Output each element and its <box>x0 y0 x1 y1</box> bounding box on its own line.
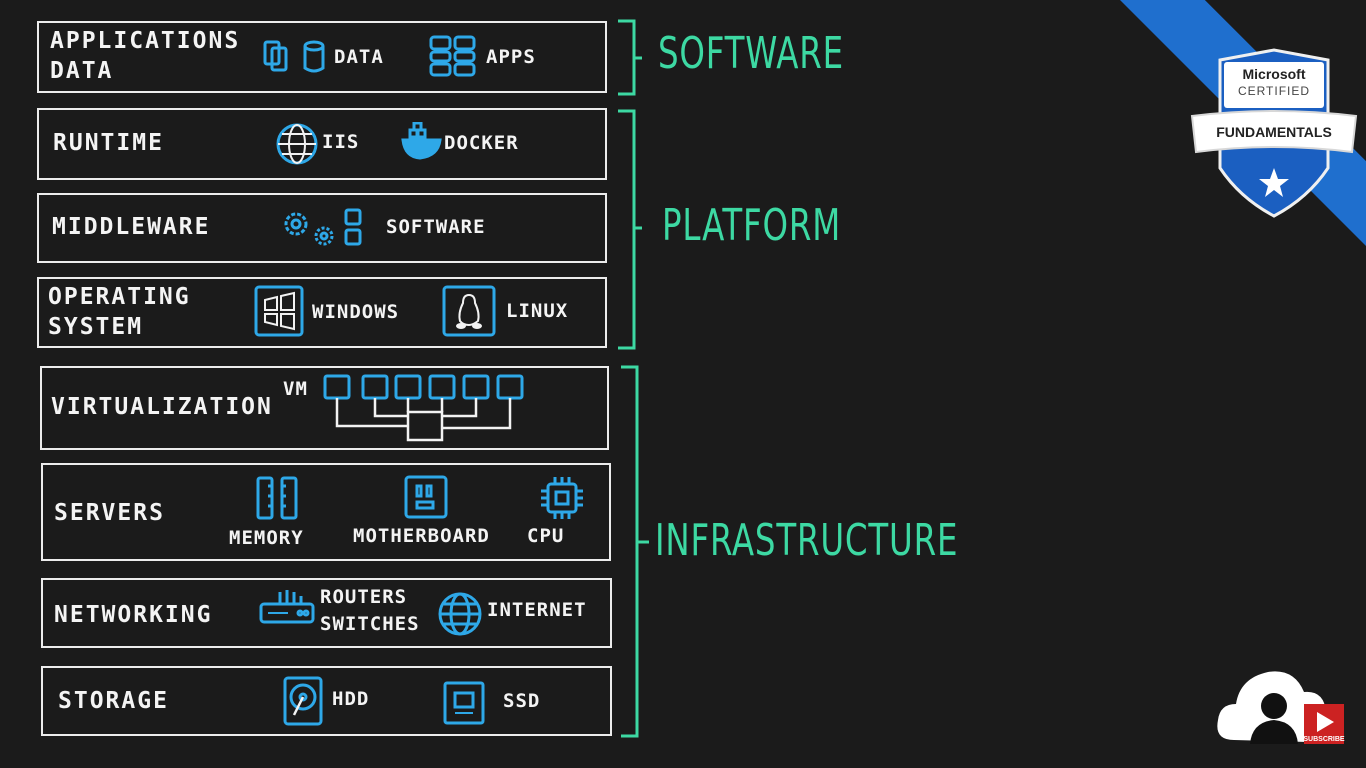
row-label-applications: APPLICATIONS <box>50 28 241 54</box>
subscribe-widget[interactable]: SUBSCRIBE <box>1212 660 1352 750</box>
internet-globe-icon <box>438 592 482 636</box>
data-files-icon <box>263 40 325 73</box>
gears-icon <box>284 212 334 246</box>
item-apps: APPS <box>486 46 536 68</box>
row-label-data: DATA <box>50 58 114 84</box>
item-data: DATA <box>334 46 384 68</box>
row-label-middleware: MIDDLEWARE <box>52 214 211 240</box>
software-bracket <box>618 19 642 96</box>
item-windows: WINDOWS <box>312 301 400 323</box>
item-linux: LINUX <box>506 300 569 322</box>
badge-level: FUNDAMENTALS <box>1216 124 1332 140</box>
item-motherboard: MOTHERBOARD <box>353 525 490 547</box>
microsoft-certified-badge: Microsoft CERTIFIED FUNDAMENTALS <box>1190 48 1358 218</box>
category-platform: PLATFORM <box>662 200 842 251</box>
subscribe-label[interactable]: SUBSCRIBE <box>1303 736 1345 743</box>
linux-penguin-icon <box>442 285 496 337</box>
vm-tree-icon <box>323 374 524 442</box>
item-hdd: HDD <box>332 688 370 710</box>
row-operating-system <box>37 277 607 348</box>
motherboard-icon <box>404 475 448 519</box>
platform-bracket <box>618 109 642 350</box>
cpu-icon <box>541 477 583 519</box>
item-docker: DOCKER <box>444 132 519 154</box>
row-runtime <box>37 108 607 180</box>
row-label-runtime: RUNTIME <box>53 130 164 156</box>
item-ssd: SSD <box>503 690 541 712</box>
row-middleware <box>37 193 607 263</box>
iis-globe-icon <box>276 123 318 165</box>
category-infrastructure: INFRASTRUCTURE <box>655 515 959 566</box>
item-memory: MEMORY <box>229 527 304 549</box>
router-icon <box>259 590 315 624</box>
row-label-virtualization: VIRTUALIZATION <box>51 394 273 420</box>
row-label-operating: OPERATING <box>48 284 191 310</box>
docker-whale-icon <box>401 122 442 160</box>
row-storage <box>41 666 612 736</box>
windows-icon <box>254 285 304 337</box>
cloud-avatar-icon <box>1217 671 1327 744</box>
item-switches: SWITCHES <box>320 613 420 635</box>
row-label-system: SYSTEM <box>48 314 144 340</box>
row-applications-data <box>37 21 607 93</box>
apps-grid-icon <box>429 35 476 77</box>
row-virtualization <box>40 366 609 450</box>
item-routers: ROUTERS <box>320 586 408 608</box>
hdd-icon <box>283 676 323 726</box>
item-vm: VM <box>283 378 308 400</box>
item-cpu: CPU <box>527 525 565 547</box>
row-label-storage: STORAGE <box>58 688 169 714</box>
play-icon <box>1317 712 1334 732</box>
row-label-servers: SERVERS <box>54 500 165 526</box>
memory-icon <box>256 476 298 520</box>
infrastructure-bracket <box>621 365 649 738</box>
item-internet: INTERNET <box>487 599 587 621</box>
row-servers <box>41 463 611 561</box>
badge-star-icon <box>1259 168 1289 197</box>
category-software: SOFTWARE <box>658 28 844 79</box>
software-blocks-icon <box>344 208 362 246</box>
badge-brand: Microsoft <box>1243 66 1306 82</box>
row-label-networking: NETWORKING <box>54 602 213 628</box>
ssd-icon <box>443 681 485 725</box>
item-iis: IIS <box>322 131 360 153</box>
item-software: SOFTWARE <box>386 216 486 238</box>
row-networking <box>41 578 612 648</box>
badge-certified: CERTIFIED <box>1238 84 1310 98</box>
